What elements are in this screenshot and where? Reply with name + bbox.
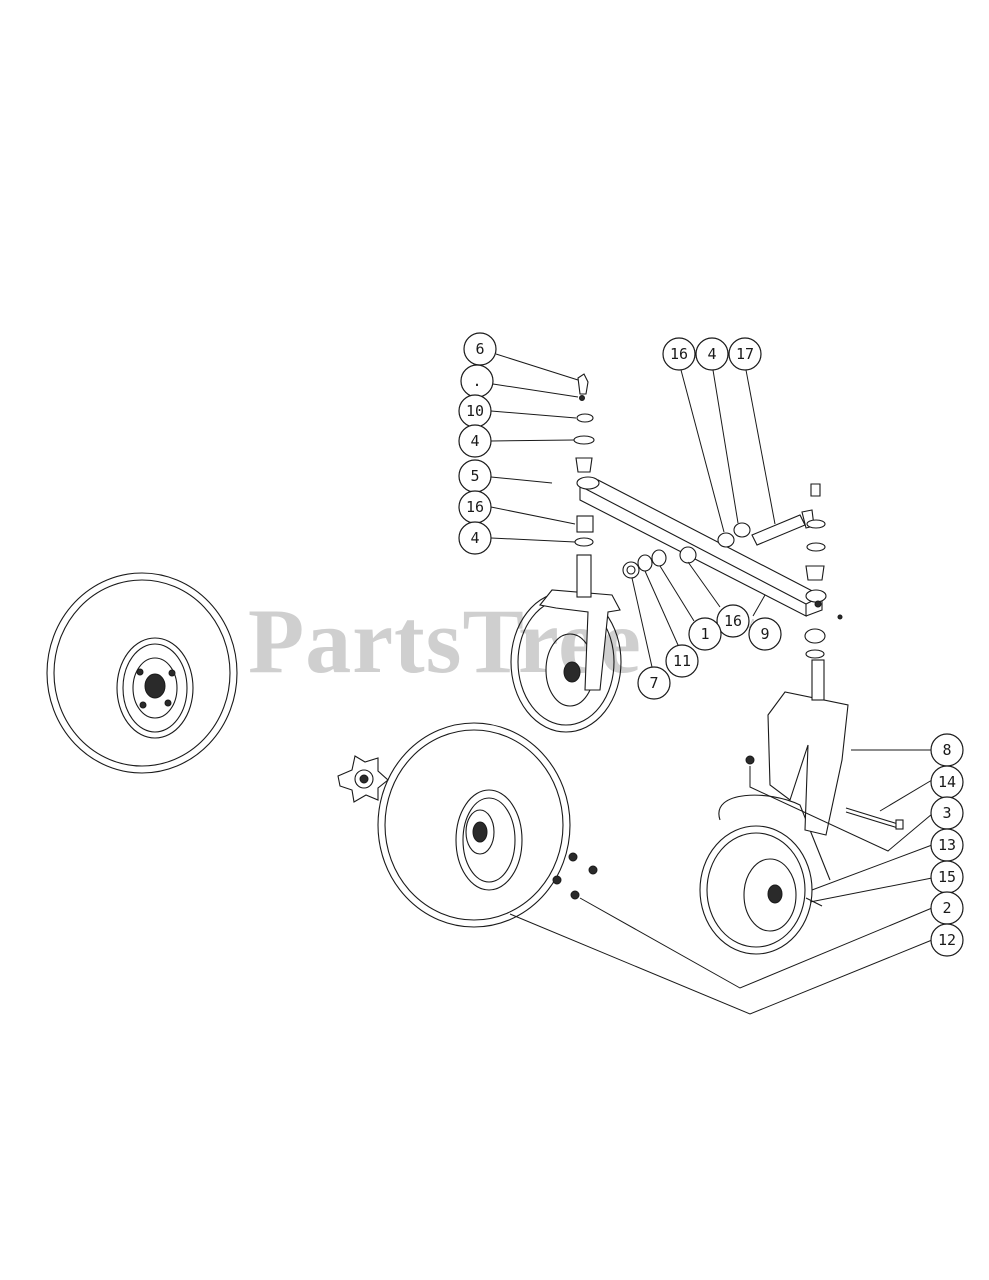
callout-16-top: 16 (662, 337, 696, 371)
svg-text:9: 9 (760, 625, 769, 643)
callout-16-left: 16 (458, 490, 492, 524)
callout-11: 11 (665, 644, 699, 678)
bolt-14-part (745, 755, 904, 830)
svg-text:4: 4 (470, 529, 479, 547)
leader-lines (490, 353, 933, 1015)
callout-blank: . (460, 364, 494, 398)
hardware-left-stack (573, 373, 595, 547)
callout-2: 2 (930, 891, 964, 925)
svg-text:11: 11 (673, 652, 691, 670)
svg-text:17: 17 (736, 345, 754, 363)
svg-text:4: 4 (470, 432, 479, 450)
svg-text:3: 3 (942, 804, 951, 822)
callout-17: 17 (728, 337, 762, 371)
callout-14: 14 (930, 765, 964, 799)
callout-10: 10 (458, 394, 492, 428)
wheel-front-large (377, 722, 571, 928)
bearing-stack (622, 546, 697, 579)
caster-wheel-upper (510, 554, 622, 733)
wheel-left (46, 572, 238, 774)
svg-text:14: 14 (938, 773, 956, 791)
svg-text:12: 12 (938, 931, 956, 949)
callout-12: 12 (930, 923, 964, 957)
svg-text:13: 13 (938, 836, 956, 854)
callout-4-a: 4 (458, 424, 492, 458)
bolt-assembly (717, 483, 826, 659)
callout-5: 5 (458, 459, 492, 493)
callout-7: 7 (637, 666, 671, 700)
svg-text:15: 15 (938, 868, 956, 886)
svg-text:16: 16 (670, 345, 688, 363)
callout-16-mid: 16 (716, 604, 750, 638)
hub-part (337, 755, 389, 803)
svg-text:.: . (472, 372, 481, 390)
svg-text:16: 16 (466, 498, 484, 516)
callout-4-b: 4 (458, 521, 492, 555)
callout-6-top: 6 (463, 332, 497, 366)
callout-9-bar: 9 (748, 617, 782, 651)
svg-text:8: 8 (942, 741, 951, 759)
svg-text:4: 4 (707, 345, 716, 363)
svg-text:10: 10 (466, 402, 484, 420)
svg-text:7: 7 (649, 674, 658, 692)
callouts: 6 . 10 4 5 16 4 16 (458, 332, 964, 957)
svg-text:2: 2 (942, 899, 951, 917)
svg-text:5: 5 (470, 467, 479, 485)
callout-15: 15 (930, 860, 964, 894)
axle-bar (576, 476, 843, 620)
callout-3: 3 (930, 796, 964, 830)
lug-nuts (552, 852, 598, 900)
svg-text:6: 6 (475, 340, 484, 358)
callout-4-top: 4 (695, 337, 729, 371)
callout-8: 8 (930, 733, 964, 767)
svg-text:16: 16 (724, 612, 742, 630)
callout-13: 13 (930, 828, 964, 862)
svg-text:1: 1 (700, 625, 709, 643)
caster-wheel-lower (699, 659, 849, 955)
callout-1: 1 (688, 617, 722, 651)
